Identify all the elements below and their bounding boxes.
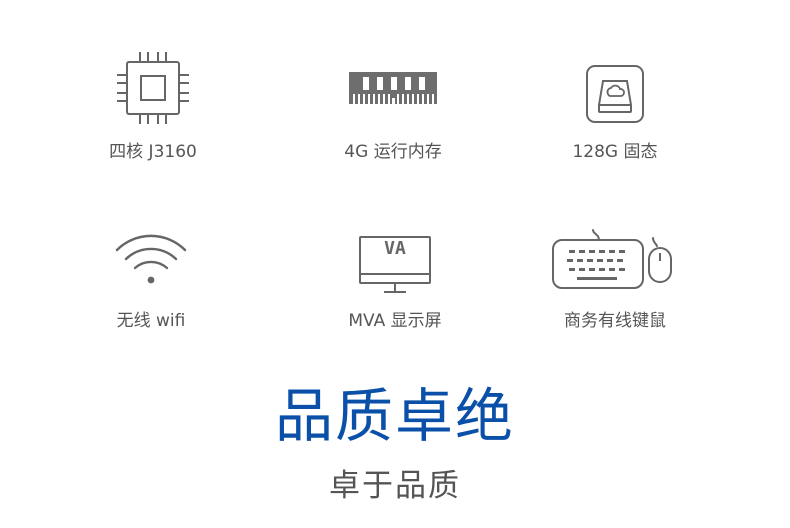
- monitor-icon: [285, 222, 505, 302]
- ssd-drive-icon: [505, 54, 725, 134]
- wifi-icon: [41, 218, 261, 298]
- feature-label-ram: 4G 运行内存: [344, 142, 442, 162]
- feature-label-cpu: 四核 J3160: [109, 142, 197, 162]
- feature-label-monitor: MVA 显示屏: [348, 311, 442, 331]
- cpu-chip-icon: [43, 48, 263, 128]
- monitor-badge-text: VA: [384, 238, 406, 259]
- feature-label-wifi: 无线 wifi: [116, 311, 186, 331]
- feature-label-keyboard-mouse: 商务有线键鼠: [564, 311, 666, 331]
- ram-module-icon: [283, 48, 503, 128]
- feature-label-ssd: 128G 固态: [572, 142, 658, 162]
- headline-title: 品质卓绝: [274, 382, 515, 450]
- subline-text: 卓于品质: [329, 468, 461, 504]
- keyboard-mouse-icon: [505, 218, 725, 298]
